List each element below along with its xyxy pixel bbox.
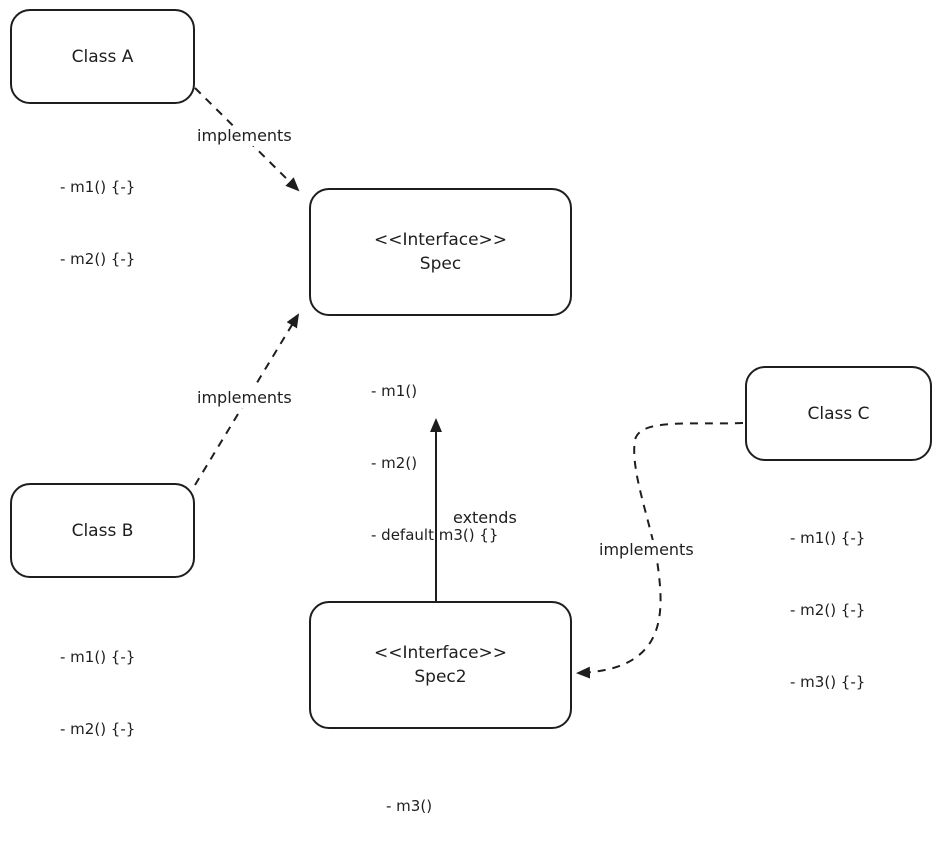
class-c-methods: - m1() {-} - m2() {-} - m3() {-} (790, 478, 865, 718)
edge-c-to-spec2 (576, 422, 744, 679)
class-c-method: - m3() {-} (790, 673, 866, 691)
class-a-method: - m2() {-} (60, 250, 136, 268)
spec2-methods: - m3() (386, 746, 432, 842)
edge-label-a-implements: implements (197, 126, 292, 146)
spec2-method: - m3() (386, 797, 433, 815)
spec2-title: Spec2 (414, 667, 467, 687)
spec-methods: - m1() - m2() - default m3() {} (371, 331, 498, 571)
class-b-methods: - m1() {-} - m2() {-} (60, 597, 135, 765)
class-a-method: - m1() {-} (60, 178, 136, 196)
class-a-title: Class A (71, 46, 134, 67)
edge-b-to-spec (194, 313, 300, 486)
class-a-box[interactable]: Class A (10, 9, 195, 104)
class-b-method: - m1() {-} (60, 648, 136, 666)
class-a-methods: - m1() {-} - m2() {-} (60, 127, 135, 295)
class-c-title: Class C (807, 403, 870, 424)
class-b-box[interactable]: Class B (10, 483, 195, 578)
spec-method: - m2() (371, 454, 418, 472)
spec-title: Spec (419, 254, 462, 274)
edge-label-c-implements: implements (599, 540, 694, 560)
spec2-interface-box[interactable]: <<Interface>> Spec2 (309, 601, 572, 729)
spec2-stereotype: <<Interface>> (373, 643, 508, 663)
class-c-method: - m2() {-} (790, 601, 866, 619)
class-b-title: Class B (71, 520, 134, 541)
diagram-connectors (194, 87, 744, 679)
edge-label-extends: extends (453, 508, 517, 528)
spec-interface-box[interactable]: <<Interface>> Spec (309, 188, 572, 316)
spec-method: - m1() (371, 382, 418, 400)
spec-method: - default m3() {} (371, 526, 499, 544)
class-c-method: - m1() {-} (790, 529, 866, 547)
edge-label-b-implements: implements (197, 388, 292, 408)
spec-stereotype: <<Interface>> (373, 230, 508, 250)
edge-a-to-spec (194, 87, 300, 192)
class-c-box[interactable]: Class C (745, 366, 932, 461)
class-b-method: - m2() {-} (60, 720, 136, 738)
